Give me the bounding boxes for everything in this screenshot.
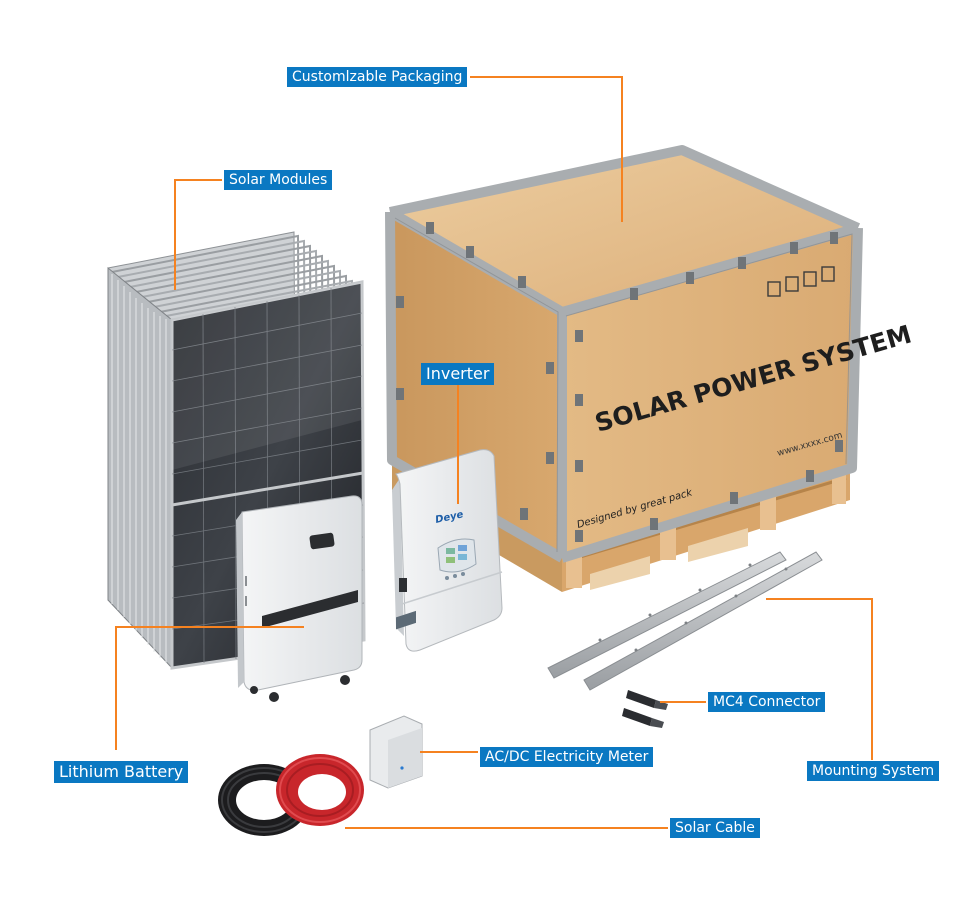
inverter-unit: Deye <box>392 449 503 652</box>
leader-mounting <box>766 598 873 760</box>
handling-symbols <box>767 266 835 297</box>
solar-cable-coils <box>218 754 364 836</box>
crate-frame <box>385 145 863 563</box>
label-lithium-battery: Lithium Battery <box>54 761 189 783</box>
inverter-display <box>437 538 477 580</box>
crate-clips <box>396 222 843 542</box>
lithium-battery-unit <box>236 495 363 702</box>
label-meter: AC/DC Electricity Meter <box>480 747 654 767</box>
label-solar-cable: Solar Cable <box>670 818 760 838</box>
label-mc4-connector: MC4 Connector <box>708 692 826 712</box>
label-mounting-system: Mounting System <box>807 761 940 781</box>
leader-packaging <box>470 76 623 222</box>
label-packaging: Customlzable Packaging <box>287 67 468 87</box>
leader-lines <box>115 76 873 829</box>
label-inverter: Inverter <box>421 363 495 385</box>
leader-battery <box>115 626 304 750</box>
leader-solar-modules <box>174 179 222 290</box>
mounting-rails <box>547 551 823 691</box>
mc4-connectors <box>622 690 668 728</box>
electricity-meter <box>369 610 423 789</box>
label-solar-modules: Solar Modules <box>224 170 333 190</box>
